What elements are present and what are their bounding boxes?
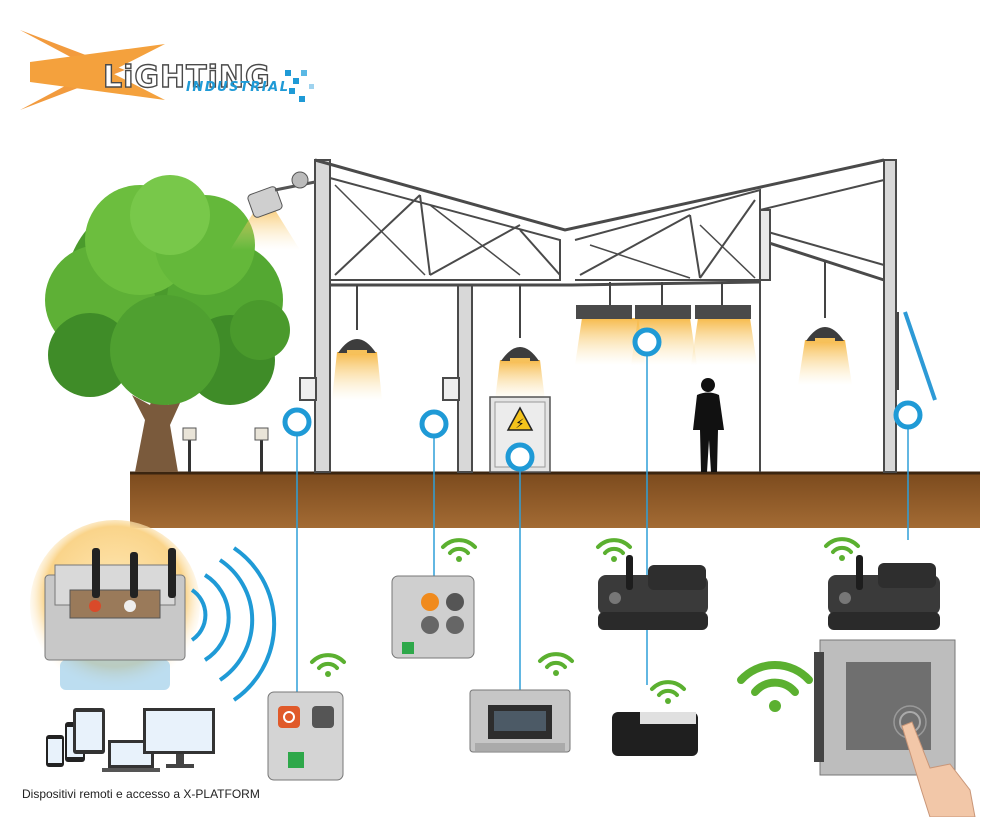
linear-lamp-icon	[575, 282, 645, 365]
sensor-ring[interactable]	[505, 442, 535, 472]
brand-logo	[20, 30, 314, 110]
warning-symbol: ⚡	[515, 417, 524, 432]
control-box-icon[interactable]	[267, 691, 344, 781]
garden-lamp-icon	[182, 427, 269, 472]
linear-lamp-icon	[691, 282, 757, 365]
tablet-icon	[73, 708, 105, 754]
sensor-icon[interactable]	[828, 555, 940, 630]
gateway-icon[interactable]	[30, 520, 200, 690]
pendant-lamp-icon	[332, 285, 382, 400]
sensor-icon[interactable]	[598, 555, 708, 630]
control-box-icon[interactable]	[391, 575, 475, 659]
connection-lines	[296, 355, 909, 692]
pendant-lamp-icon	[798, 262, 852, 385]
monitor-icon	[143, 708, 215, 768]
sensor-ring[interactable]	[419, 409, 449, 439]
remote-devices-caption: Dispositivi remoti e accesso a X-PLATFOR…	[22, 787, 260, 801]
ground	[130, 472, 980, 528]
logo-brand-text: LiGHTiNG	[102, 59, 271, 95]
sensor-ring[interactable]	[282, 407, 312, 437]
sensor-ring[interactable]	[893, 400, 923, 430]
hand-icon	[901, 721, 976, 817]
router-icon[interactable]	[612, 712, 698, 756]
meter-icon[interactable]	[469, 689, 571, 753]
touch-panel-icon[interactable]	[814, 639, 956, 776]
sensor-node[interactable]	[282, 327, 923, 472]
floodlight-icon	[230, 171, 316, 250]
window-awning	[903, 311, 937, 401]
remote-devices	[46, 708, 215, 772]
radio-waves-icon	[190, 546, 277, 702]
wifi-icon	[310, 537, 860, 712]
pendant-lamp-icon	[495, 285, 545, 400]
person-icon	[693, 378, 724, 472]
sensor-ring[interactable]	[632, 327, 662, 357]
warning-icon	[506, 406, 534, 431]
logo-subtitle: INDUSTRIAL	[186, 80, 290, 95]
industrial-building	[299, 158, 897, 473]
smartphone-icon	[46, 735, 64, 767]
tree-icon	[45, 175, 290, 472]
